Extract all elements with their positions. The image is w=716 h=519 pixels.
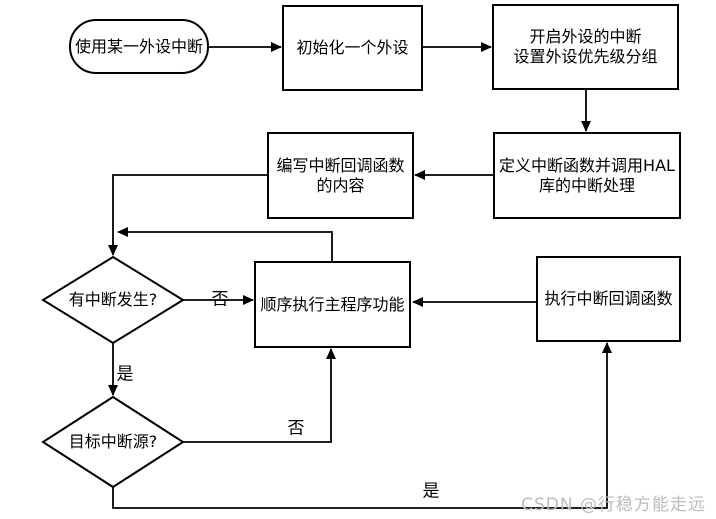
start-node-shape bbox=[69, 19, 209, 74]
edge-decision-source-yes-to-exec bbox=[112, 342, 612, 509]
write-node-shape bbox=[267, 132, 414, 219]
edge-decision-source-no-to-main bbox=[183, 348, 336, 443]
edge-main-loop-back bbox=[117, 227, 333, 262]
exec-node-shape bbox=[536, 256, 681, 342]
init-node-shape bbox=[282, 5, 423, 91]
edge-write-to-decision-interrupt bbox=[108, 174, 268, 256]
decision-interrupt-shape bbox=[41, 255, 185, 345]
enable-node-shape bbox=[492, 4, 679, 90]
main-node-shape bbox=[254, 261, 411, 348]
define-node-shape bbox=[493, 132, 681, 219]
decision-source-shape bbox=[41, 395, 185, 489]
